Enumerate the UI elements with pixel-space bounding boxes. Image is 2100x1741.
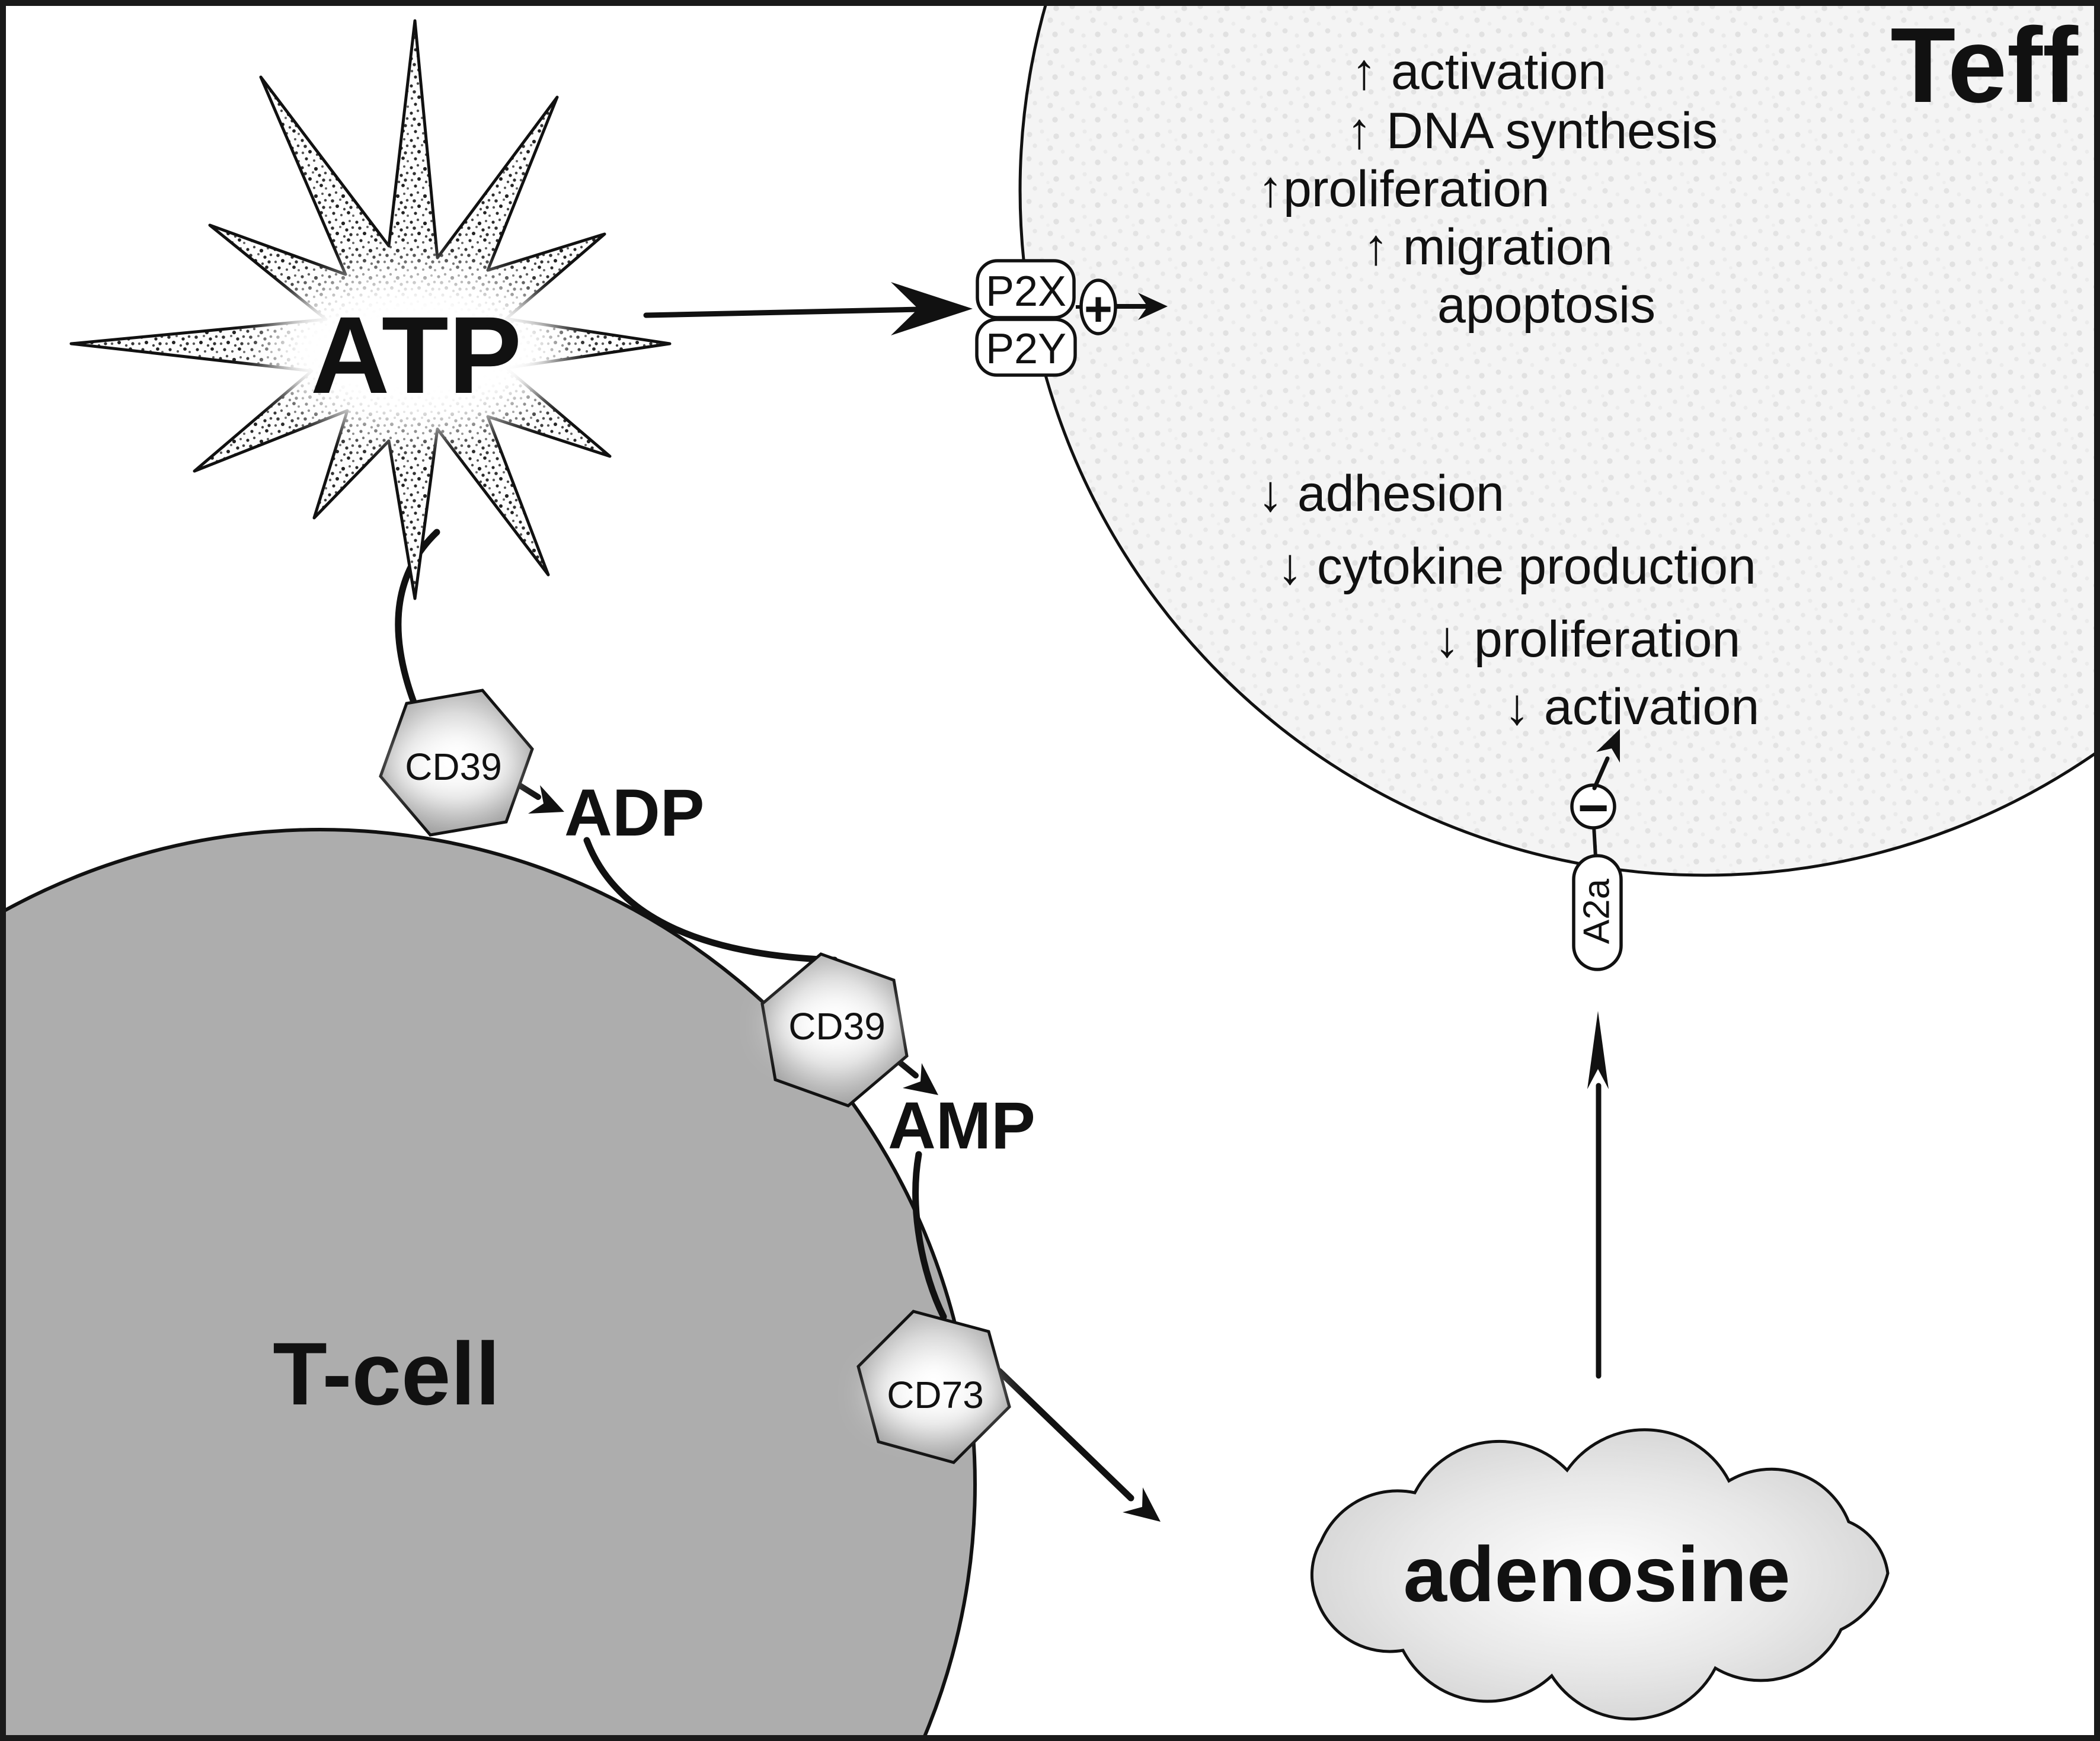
amp-label: AMP (888, 1089, 1035, 1163)
cd39-upper-glow (391, 737, 516, 794)
inhibition-sign-circle (1570, 783, 1616, 830)
cd73-label: CD73 (887, 1374, 984, 1416)
p2x-label: P2X (986, 268, 1066, 315)
effect-migration-up: ↑ migration (1363, 219, 1613, 276)
t-cell-label: T-cell (273, 1324, 500, 1423)
adenosine-label: adenosine (1404, 1531, 1791, 1618)
effect-activation-down: ↓ activation (1504, 679, 1759, 735)
teff-cell-circle (1018, 0, 2100, 877)
effect-dna-synthesis-up: ↑ DNA synthesis (1347, 103, 1718, 159)
cd39-upper-label: CD39 (405, 745, 502, 788)
arrow-plus-into-teff (1114, 293, 1168, 320)
atp-glow (267, 271, 563, 431)
effect-cytokine-production-down: ↓ cytokine production (1277, 538, 1756, 595)
p2y-receptor-pill (975, 318, 1077, 377)
cd39-lower-glow (775, 997, 899, 1054)
adp-label: ADP (564, 776, 704, 850)
effect-adhesion-down: ↓ adhesion (1258, 465, 1504, 522)
effect-apoptosis: apoptosis (1437, 277, 1655, 334)
t-cell-circle (0, 828, 977, 1741)
p2x-receptor-pill (976, 259, 1076, 319)
cd73-glow (873, 1365, 998, 1422)
plus-sign: + (1084, 283, 1113, 337)
arrow-atp-to-receptors (643, 282, 973, 335)
arrow-cd39-to-adp (516, 782, 564, 814)
cd39-lower-label: CD39 (788, 1005, 886, 1048)
arrow-cd73-to-adenosine (996, 1368, 1161, 1522)
a2a-label: A2a (1577, 878, 1618, 944)
connector-adp-to-cd39 (583, 837, 838, 964)
arrow-adenosine-to-a2a (1587, 1011, 1609, 1379)
p2y-label: P2Y (986, 325, 1066, 373)
effect-proliferation-down: ↓ proliferation (1434, 611, 1740, 668)
adenosine-cloud (1310, 1428, 1890, 1721)
arrow-minus-to-effects (1592, 729, 1620, 791)
a2a-receptor-pill (1572, 854, 1623, 971)
connector-minus-to-a2a (1592, 825, 1597, 857)
connector-amp-to-cd73 (912, 1151, 947, 1320)
effect-proliferation-up: ↑proliferation (1258, 161, 1549, 217)
atp-label: ATP (311, 295, 522, 417)
teff-label: Teff (1890, 6, 2079, 125)
effect-activation-up: ↑ activation (1351, 43, 1606, 100)
